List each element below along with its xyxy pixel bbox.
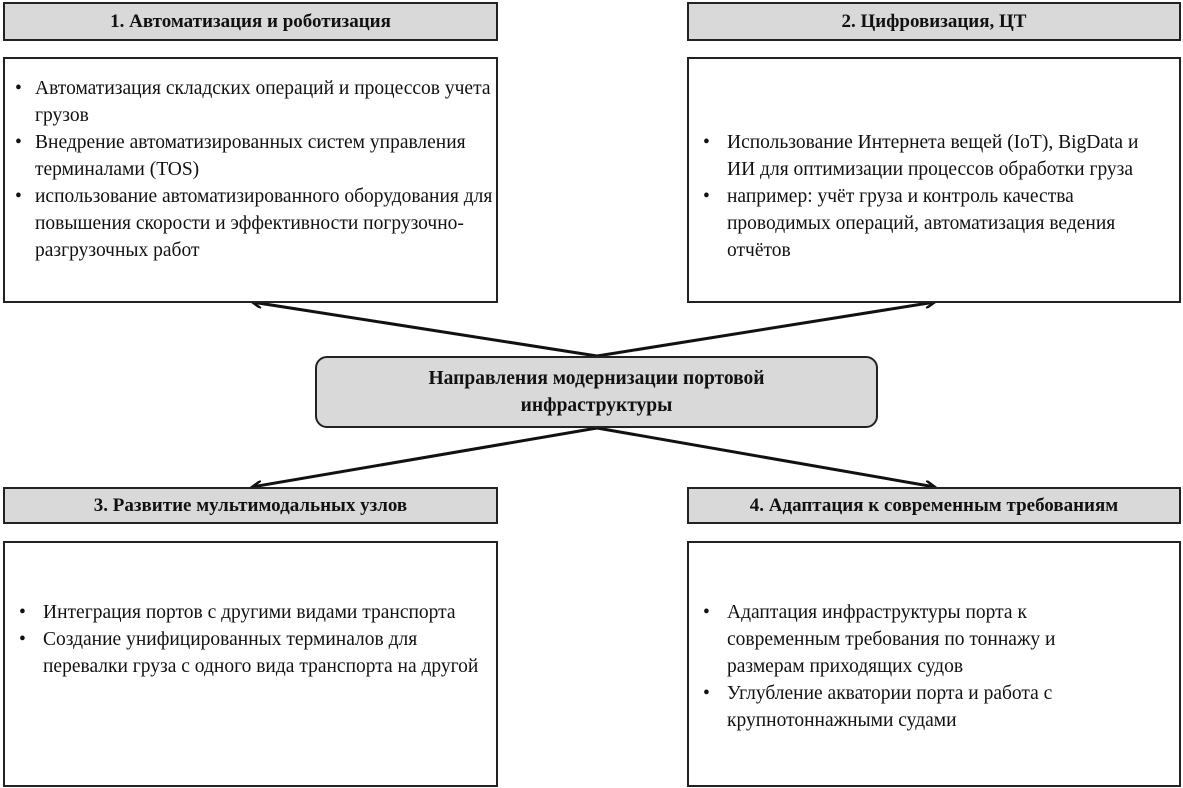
block-4-header: 4. Адаптация к современным требованиям	[687, 487, 1181, 524]
block-2-header: 2. Цифровизация, ЦТ	[687, 2, 1181, 41]
list-item: Использование Интернета вещей (IoT), Big…	[689, 129, 1159, 183]
block-3-header: 3. Развитие мультимодальных узлов	[3, 487, 498, 524]
list-item: например: учёт груза и контроль качества…	[689, 183, 1159, 264]
arrow-to-block-1	[252, 302, 598, 358]
block-2-content: Использование Интернета вещей (IoT), Big…	[687, 57, 1181, 303]
list-item: Автоматизация складских операций и проце…	[5, 75, 496, 129]
list-item: Углубление акватории порта и работа с кр…	[689, 680, 1119, 734]
central-topic: Направления модернизации портовой инфраст…	[315, 356, 878, 428]
block-4-content: Адаптация инфраструктуры порта к совреме…	[687, 541, 1181, 787]
list-item: Внедрение автоматизированных систем упра…	[5, 129, 496, 183]
block-1-content: Автоматизация складских операций и проце…	[3, 57, 498, 303]
list-item: Создание унифицированных терминалов для …	[5, 626, 481, 680]
list-item: использование автоматизированного оборуд…	[5, 183, 496, 264]
central-title-line-1: Направления модернизации портовой	[428, 368, 765, 389]
arrow-to-block-2	[596, 302, 935, 358]
block-3-content: Интеграция портов с другими видами транс…	[3, 541, 498, 787]
arrow-to-block-4	[596, 426, 935, 487]
block-1-header: 1. Автоматизация и роботизация	[3, 2, 498, 41]
central-title-line-2: инфраструктуры	[520, 395, 673, 416]
list-item: Интеграция портов с другими видами транс…	[5, 599, 481, 626]
arrow-to-block-3	[252, 426, 598, 487]
list-item: Адаптация инфраструктуры порта к совреме…	[689, 599, 1119, 680]
